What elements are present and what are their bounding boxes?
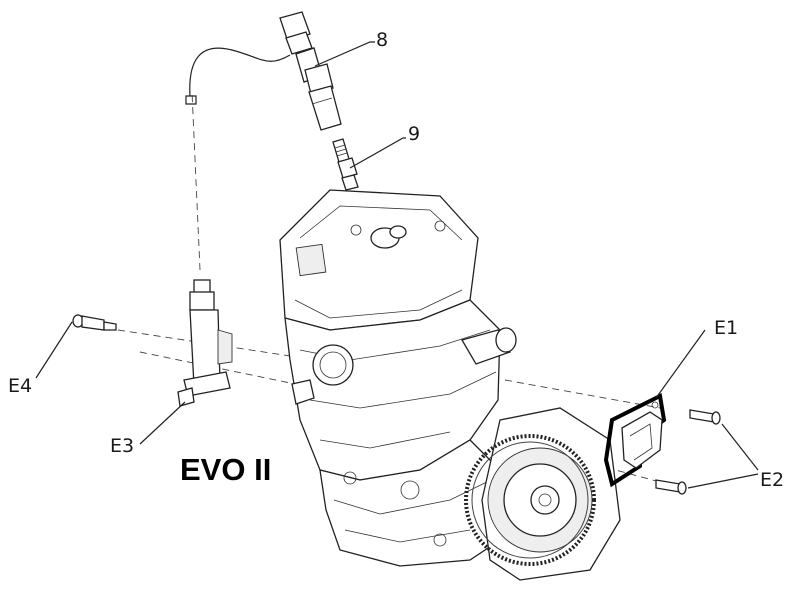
callout-labels: 8 9 E1 E2 E3 E4 [8, 29, 784, 491]
bolt-e4 [72, 314, 117, 331]
leader-e2a [721, 423, 759, 471]
callout-e2: E2 [760, 469, 784, 491]
leader-e4 [35, 321, 73, 379]
leader-8 [314, 41, 375, 67]
ignition-coil-wire [185, 11, 323, 105]
callout-9: 9 [408, 123, 420, 145]
model-label: EVO II [180, 452, 271, 487]
spark-plug [332, 138, 359, 191]
spark-plug-boot [304, 63, 342, 131]
leader-lines [35, 41, 759, 489]
leader-9 [349, 137, 406, 169]
leader-e3 [139, 401, 186, 445]
sensor-connector [177, 279, 233, 407]
callout-e1: E1 [714, 317, 738, 339]
callout-8: 8 [376, 29, 388, 51]
engine-assembly [279, 189, 621, 581]
bracket-e1 [603, 393, 667, 488]
callout-e3: E3 [110, 435, 134, 457]
leader-e1 [655, 329, 706, 399]
leader-e2b [687, 473, 759, 489]
bolts-e2 [655, 409, 721, 495]
callout-e4: E4 [8, 375, 32, 397]
